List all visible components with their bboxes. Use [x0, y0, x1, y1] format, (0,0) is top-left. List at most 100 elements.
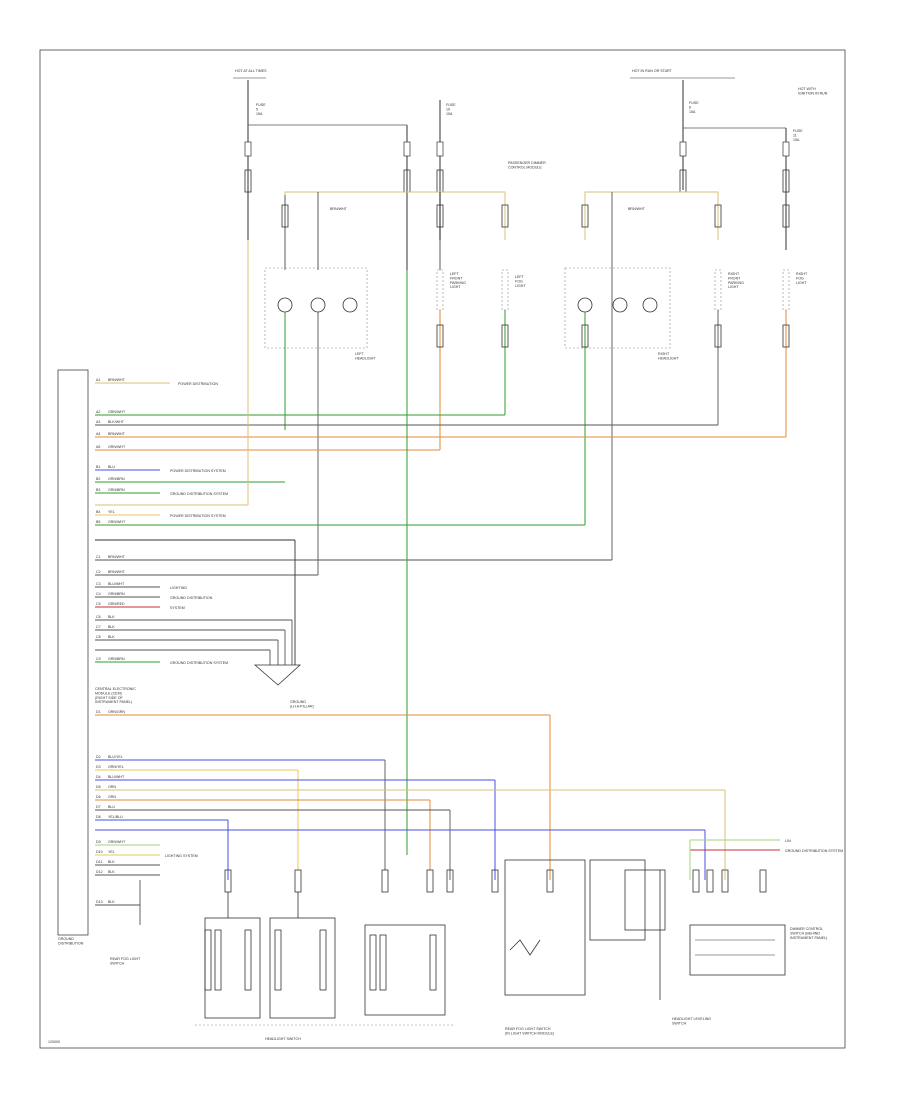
- wire-c4: GRN/BRN: [108, 592, 125, 596]
- pin-d2: D2: [96, 755, 101, 759]
- note-c4: GROUND DISTRIBUTION: [170, 596, 213, 600]
- pin-c8: C8: [96, 635, 101, 639]
- wire-c5: GRN/RED: [108, 602, 125, 606]
- wire-c6: BLK: [108, 615, 115, 619]
- pin-b2: B2: [96, 477, 100, 481]
- pin-c4: C4: [96, 592, 101, 596]
- wire-d8: YEL/BLU: [108, 815, 123, 819]
- pin-rows-bottom: D1 ORN/GRN D2 BLU/YEL D3 GRN/YEL D4 BLU/…: [96, 710, 198, 904]
- wire-d6: GRN: [108, 795, 116, 799]
- note-b3: GROUND DISTRIBUTION SYSTEM: [170, 492, 228, 496]
- pin-a1: A1: [96, 378, 100, 382]
- pin-c6: C6: [96, 615, 101, 619]
- pin-b3: B3: [96, 488, 100, 492]
- pin-b4: B4: [96, 510, 100, 514]
- bottom-right-switch: [689, 869, 786, 976]
- pin-a4: A4: [96, 432, 100, 436]
- left-lamp-group: [264, 191, 509, 575]
- pin-d6: D6: [96, 795, 101, 799]
- pin-c5: C5: [96, 602, 101, 606]
- wire-d13: BLK: [108, 900, 115, 904]
- pin-c2: C2: [96, 570, 101, 574]
- wire-c8: BLK: [108, 635, 115, 639]
- wire-c9: GRN/BRN: [108, 657, 125, 661]
- pin-d13: D13: [96, 900, 103, 904]
- wire-d10: YEL: [108, 850, 115, 854]
- pin-d4: D4: [96, 775, 101, 779]
- pin-d11: D11: [96, 860, 102, 864]
- pin-rows-mid: B1 BLU POWER DISTRIBUTION SYSTEM B2 GRN/…: [96, 465, 228, 524]
- hot-in-run-start-label: HOT IN RUN OR START: [632, 69, 673, 73]
- pin-c1: C1: [96, 555, 101, 559]
- pin-d5: D5: [96, 785, 101, 789]
- pin-d12: D12: [96, 870, 103, 874]
- wire-a3: BLK/WHT: [108, 420, 125, 424]
- wire-b5: GRN/WHT: [108, 520, 126, 524]
- pin-a3: A3: [96, 420, 100, 424]
- wire-d5: ORN: [108, 785, 116, 789]
- bottom-center-switch: [491, 859, 666, 1000]
- wire-a1: BRN/WHT: [108, 378, 126, 382]
- right-note-ground: GROUND DISTRIBUTION SYSTEM: [785, 849, 843, 853]
- wire-d12: BLK: [108, 870, 115, 874]
- bottom-left-switch: [195, 869, 455, 1026]
- wire-c3: BLU/WHT: [108, 582, 125, 586]
- wire-b3: GRN/BRN: [108, 488, 125, 492]
- module-wires: [95, 240, 786, 925]
- note-c3: LIGHTING: [170, 586, 187, 590]
- central-module-box: [57, 369, 89, 936]
- wire-d2: BLU/YEL: [108, 755, 123, 759]
- left-block-label: HEADLIGHT SWITCH: [265, 1037, 301, 1041]
- pin-rows-top: A1 BRN/WHT POWER DISTRIBUTION A2 GRN/WHT…: [96, 378, 218, 449]
- wire-b2: GRN/BRN: [108, 477, 125, 481]
- right-lamp-group: [564, 191, 790, 560]
- diagram-frame: [39, 49, 846, 1049]
- pin-b1: B1: [96, 465, 100, 469]
- note-d10: LIGHTING SYSTEM: [165, 854, 198, 858]
- pin-d9: D9: [96, 840, 101, 844]
- pin-d3: D3: [96, 765, 101, 769]
- pin-c7: C7: [96, 625, 101, 629]
- right-note-lin: LIN: [785, 839, 791, 843]
- brn-wht-right-label: BRN/WHT: [628, 207, 646, 211]
- note-b4: POWER DISTRIBUTION SYSTEM: [170, 514, 226, 518]
- wire-a2: GRN/WHT: [108, 410, 126, 414]
- wire-c7: BLK: [108, 625, 115, 629]
- wire-a4: BRN/WHT: [108, 432, 126, 436]
- brn-wht-left-label: BRN/WHT: [330, 207, 348, 211]
- pin-d7: D7: [96, 805, 101, 809]
- pin-c9: C9: [96, 657, 101, 661]
- wire-d7: BLU: [108, 805, 115, 809]
- pin-b5: B5: [96, 520, 100, 524]
- wire-b4: YEL: [108, 510, 115, 514]
- top-feeds: [233, 77, 790, 270]
- pin-c3: C3: [96, 582, 101, 586]
- pin-a5: A5: [96, 445, 100, 449]
- note-a1: POWER DISTRIBUTION: [178, 382, 218, 386]
- pin-rows-low: C1 BRN/WHT C2 BRN/WHT C3 BLU/WHT LIGHTIN…: [96, 555, 228, 665]
- ground-center-label: GROUND(LH A-PILLAR): [290, 700, 314, 708]
- note-c9: GROUND DISTRIBUTION SYSTEM: [170, 661, 228, 665]
- wire-d3: GRN/YEL: [108, 765, 124, 769]
- hot-at-all-times-label: HOT AT ALL TIMES: [235, 69, 267, 73]
- wire-d9: GRN/WHT: [108, 840, 126, 844]
- pin-d8: D8: [96, 815, 101, 819]
- wire-c2: BRN/WHT: [108, 570, 126, 574]
- pin-a2: A2: [96, 410, 100, 414]
- wire-d4: BLU/WHT: [108, 775, 125, 779]
